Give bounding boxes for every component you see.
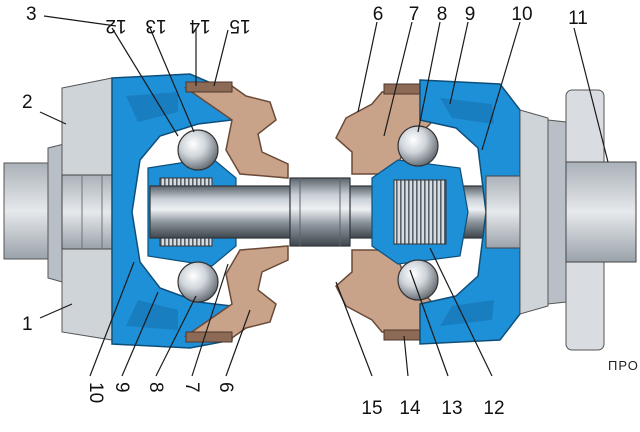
callout-1: 1 xyxy=(22,314,33,335)
right-gearbox-hub xyxy=(485,89,637,351)
callout-leader-lines xyxy=(39,15,609,377)
callout-3: 3 xyxy=(26,4,37,25)
callout-15-top: 15 xyxy=(229,15,250,36)
left-upper-ball xyxy=(177,129,219,171)
callout-10-top: 10 xyxy=(511,4,532,25)
callout-11: 11 xyxy=(568,8,588,29)
callout-15-bottom: 15 xyxy=(361,398,382,419)
callout-2: 2 xyxy=(22,92,33,113)
callout-7-bottom: 7 xyxy=(181,382,202,393)
callout-10-bottom: 10 xyxy=(85,382,106,403)
left-protective-boot xyxy=(183,81,289,343)
callout-9-top: 9 xyxy=(465,4,476,25)
right-protective-boot xyxy=(335,83,433,341)
callout-6-bottom: 6 xyxy=(215,382,236,393)
right-upper-ball xyxy=(397,125,439,167)
left-lower-ball xyxy=(177,261,219,303)
left-wheel-hub xyxy=(3,77,131,341)
callout-8-bottom: 8 xyxy=(145,382,166,393)
left-joint-housing xyxy=(111,73,233,349)
callout-12-bottom: 12 xyxy=(483,398,504,419)
callout-12-top: 12 xyxy=(105,15,126,36)
cropped-side-note: ПРО xyxy=(608,358,639,373)
callout-13-bottom: 13 xyxy=(441,398,462,419)
callout-6-top: 6 xyxy=(373,4,384,25)
right-lower-ball xyxy=(397,259,439,301)
callout-13-top: 13 xyxy=(145,15,166,36)
callout-7-top: 7 xyxy=(409,4,420,25)
callout-14-bottom: 14 xyxy=(399,398,421,419)
right-inner-race xyxy=(371,159,469,265)
callout-14-top: 14 xyxy=(189,15,211,36)
callout-9-bottom: 9 xyxy=(111,382,132,393)
callout-8-top: 8 xyxy=(437,4,448,25)
